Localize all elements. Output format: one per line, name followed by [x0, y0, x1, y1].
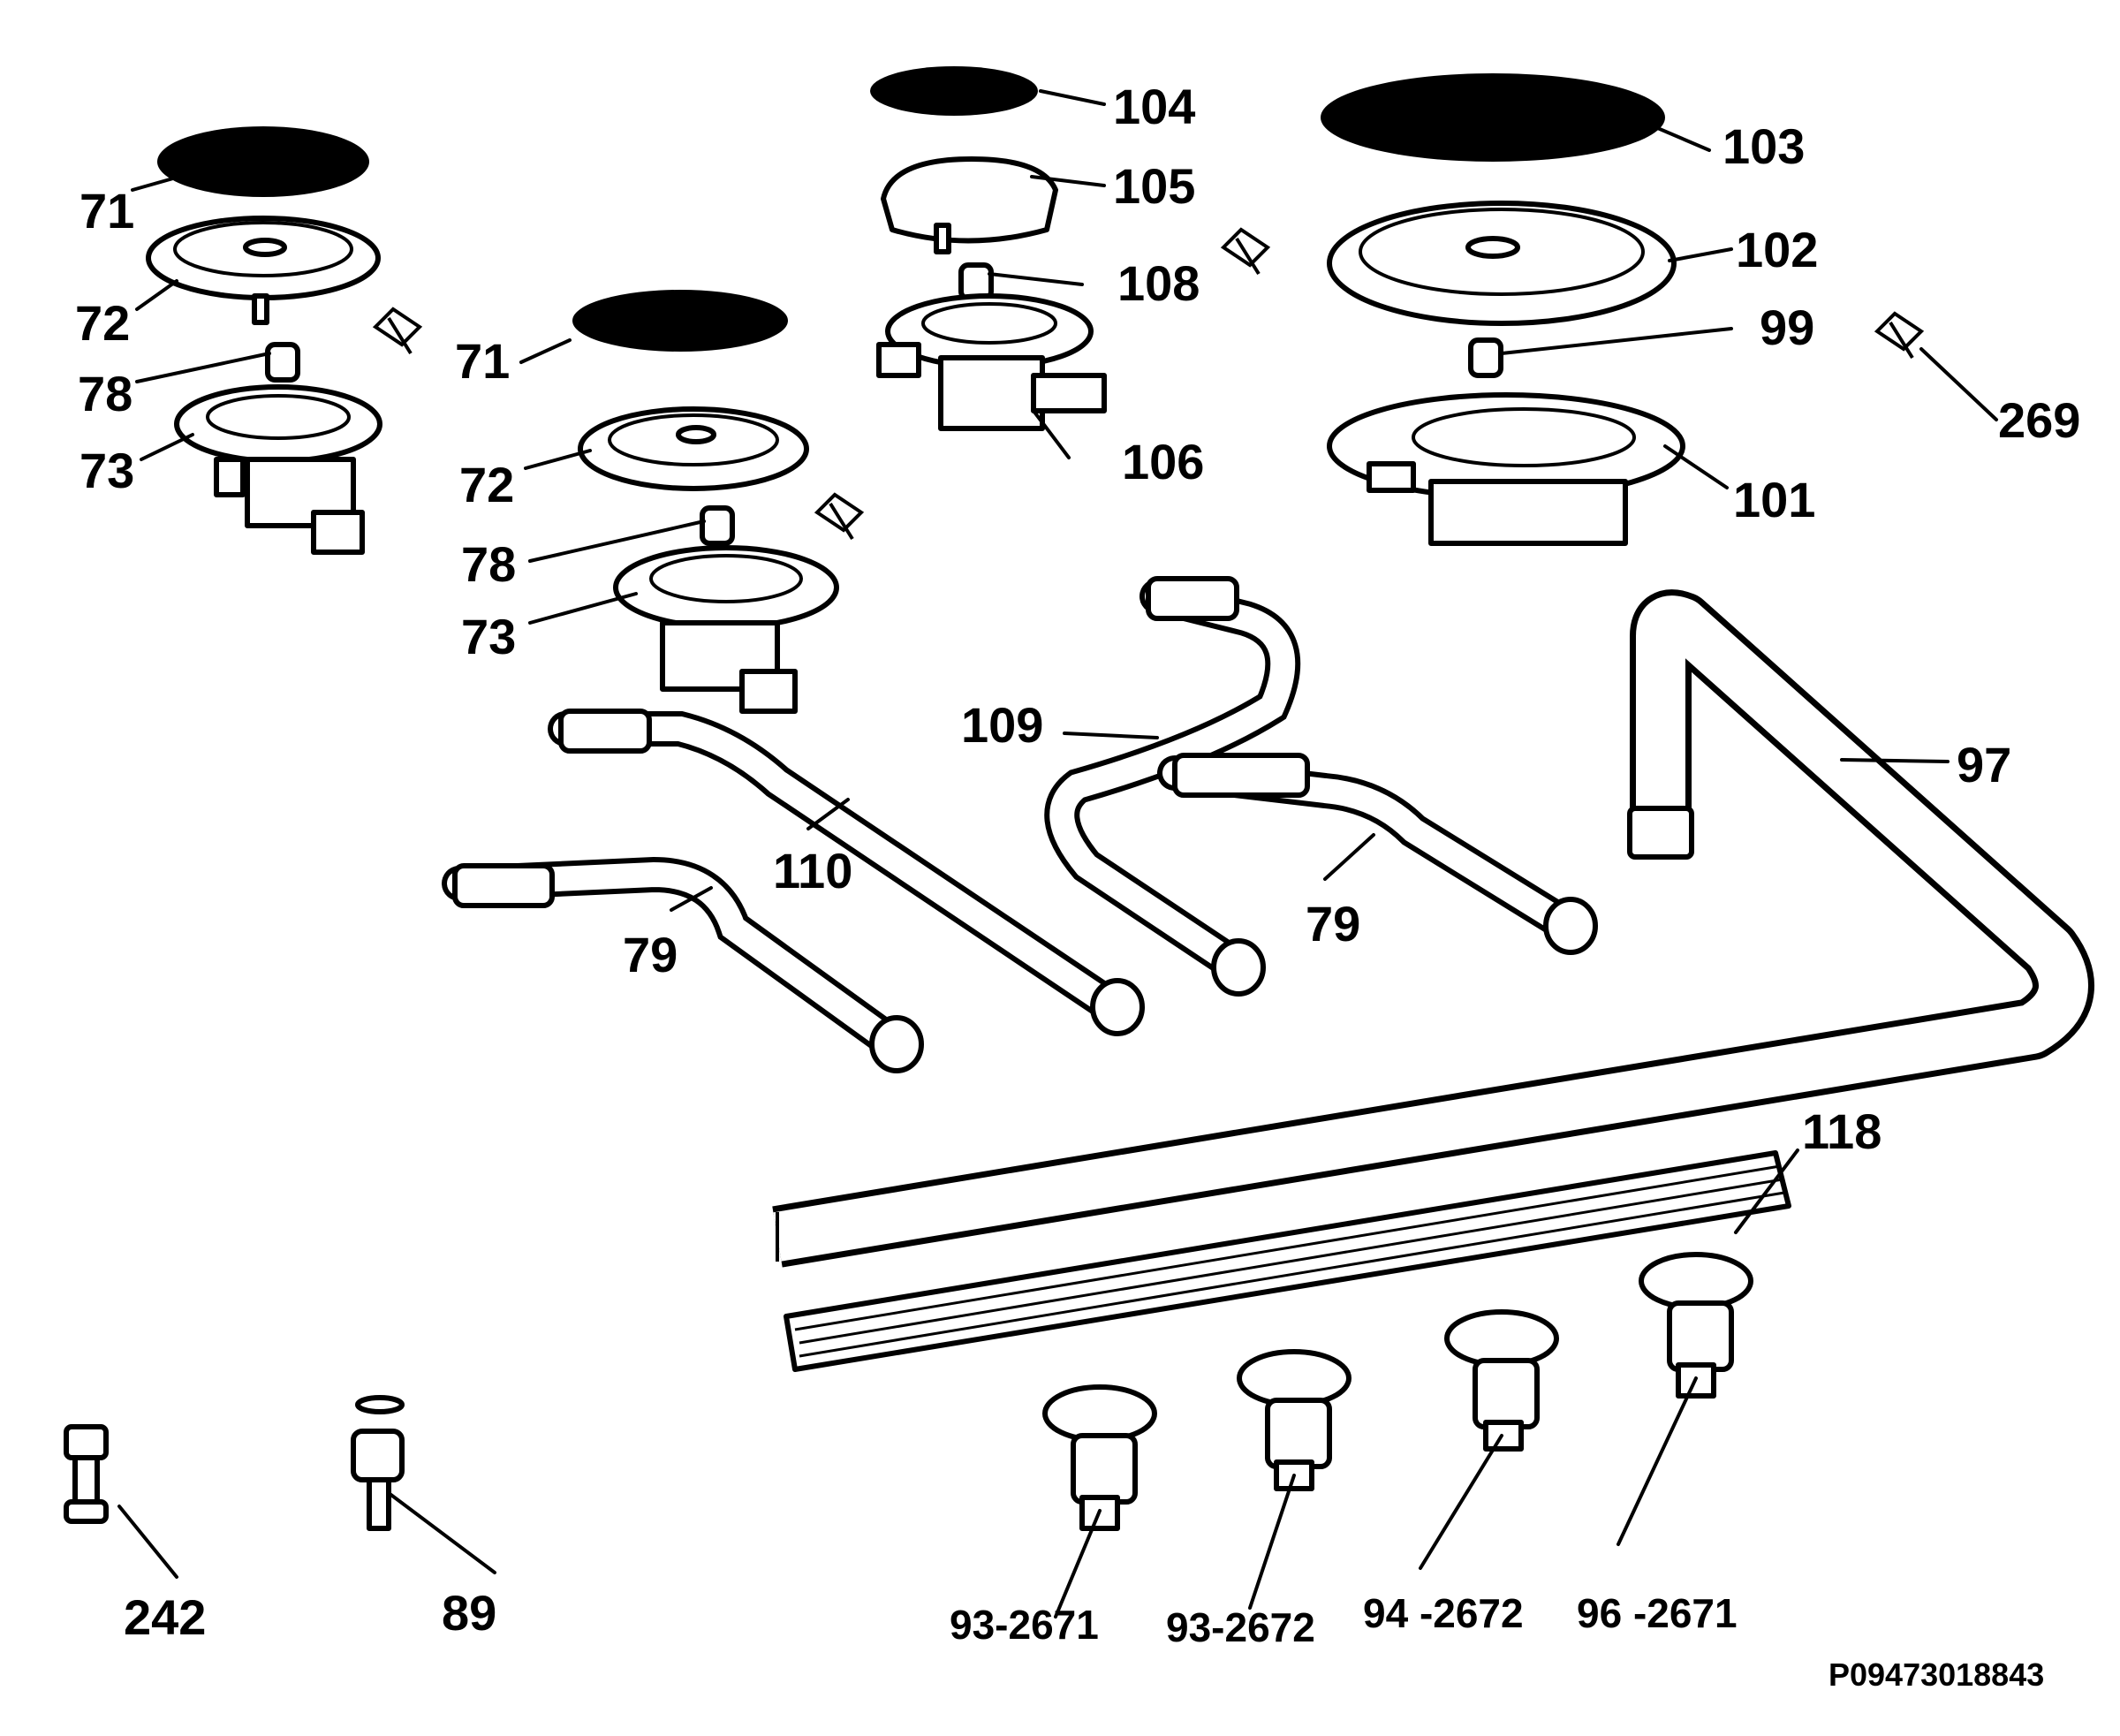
- label-71-left: 71: [80, 183, 134, 239]
- clip-icon-right-top: [1220, 227, 1271, 276]
- gas-pipe-109: [1044, 576, 1301, 997]
- label-96-2671: 96 -2671: [1577, 1590, 1738, 1636]
- label-78-center-left: 78: [461, 536, 516, 592]
- reference-code: P09473018843: [1828, 1656, 2044, 1693]
- label-72-center-left: 72: [459, 457, 514, 512]
- label-104: 104: [1113, 79, 1195, 134]
- gas-tap-96-2671: [1639, 1252, 1753, 1399]
- burner-crown-102: [1327, 201, 1677, 326]
- gas-tap-93-2672: [1237, 1349, 1352, 1491]
- label-97: 97: [1957, 737, 2011, 792]
- manifold-rail-118: [784, 1150, 1791, 1372]
- injector-99: [1468, 337, 1503, 378]
- burner-body-106: [876, 293, 1107, 431]
- label-78-left: 78: [78, 366, 132, 421]
- label-73-center-left: 73: [461, 609, 516, 664]
- label-93-2672: 93-2672: [1166, 1604, 1315, 1650]
- part-89: [351, 1395, 405, 1531]
- burner-cap-71-center-left: [572, 290, 788, 352]
- label-105: 105: [1113, 158, 1195, 214]
- burner-crown-72-center-left: [578, 406, 809, 491]
- burner-crown-105: [881, 156, 1058, 254]
- label-93-2671: 93-2671: [950, 1602, 1099, 1648]
- label-73-left: 73: [80, 443, 134, 498]
- burner-crown-72-left: [146, 216, 381, 325]
- clip-269: [1874, 311, 1925, 360]
- leader-lines: [117, 89, 1998, 1618]
- label-99: 99: [1760, 299, 1814, 355]
- label-89: 89: [442, 1585, 496, 1641]
- label-108: 108: [1117, 255, 1200, 311]
- clip-icon-left: [372, 307, 423, 355]
- burner-cap-103: [1321, 73, 1665, 162]
- label-101: 101: [1733, 472, 1815, 527]
- burner-cap-71-left: [157, 126, 369, 197]
- label-103: 103: [1722, 118, 1805, 174]
- label-72-left: 72: [75, 295, 130, 351]
- label-71-center-left: 71: [455, 333, 510, 389]
- gas-tap-94-2672: [1444, 1309, 1559, 1452]
- burner-body-73-left: [174, 384, 382, 555]
- injector-78-left: [265, 342, 300, 383]
- label-242: 242: [124, 1589, 206, 1645]
- label-106: 106: [1122, 434, 1204, 489]
- burner-cap-104: [870, 66, 1038, 116]
- label-94-2672: 94 -2672: [1363, 1590, 1524, 1636]
- burner-body-73-center-left: [613, 545, 839, 714]
- gas-pipe-79-right: [1157, 753, 1598, 955]
- label-79-right: 79: [1306, 896, 1360, 951]
- burner-body-101: [1327, 392, 1685, 546]
- part-242: [64, 1424, 109, 1524]
- label-110: 110: [773, 843, 852, 898]
- gas-ramp-97: [772, 589, 2094, 1268]
- label-269: 269: [1998, 392, 2080, 448]
- gas-pipe-110: [548, 709, 1145, 1036]
- label-102: 102: [1736, 222, 1818, 277]
- gas-tap-93-2671: [1042, 1384, 1157, 1531]
- clip-icon-center-left: [814, 492, 865, 541]
- label-79-left: 79: [623, 927, 678, 982]
- injector-78-center-left: [700, 505, 735, 546]
- label-118: 118: [1802, 1103, 1882, 1159]
- label-109: 109: [961, 697, 1043, 753]
- part-labels: 71 72 78 73 71 72 78 73 104 105 108 106 …: [75, 79, 2080, 1693]
- gas-pipe-79-left: [442, 856, 924, 1073]
